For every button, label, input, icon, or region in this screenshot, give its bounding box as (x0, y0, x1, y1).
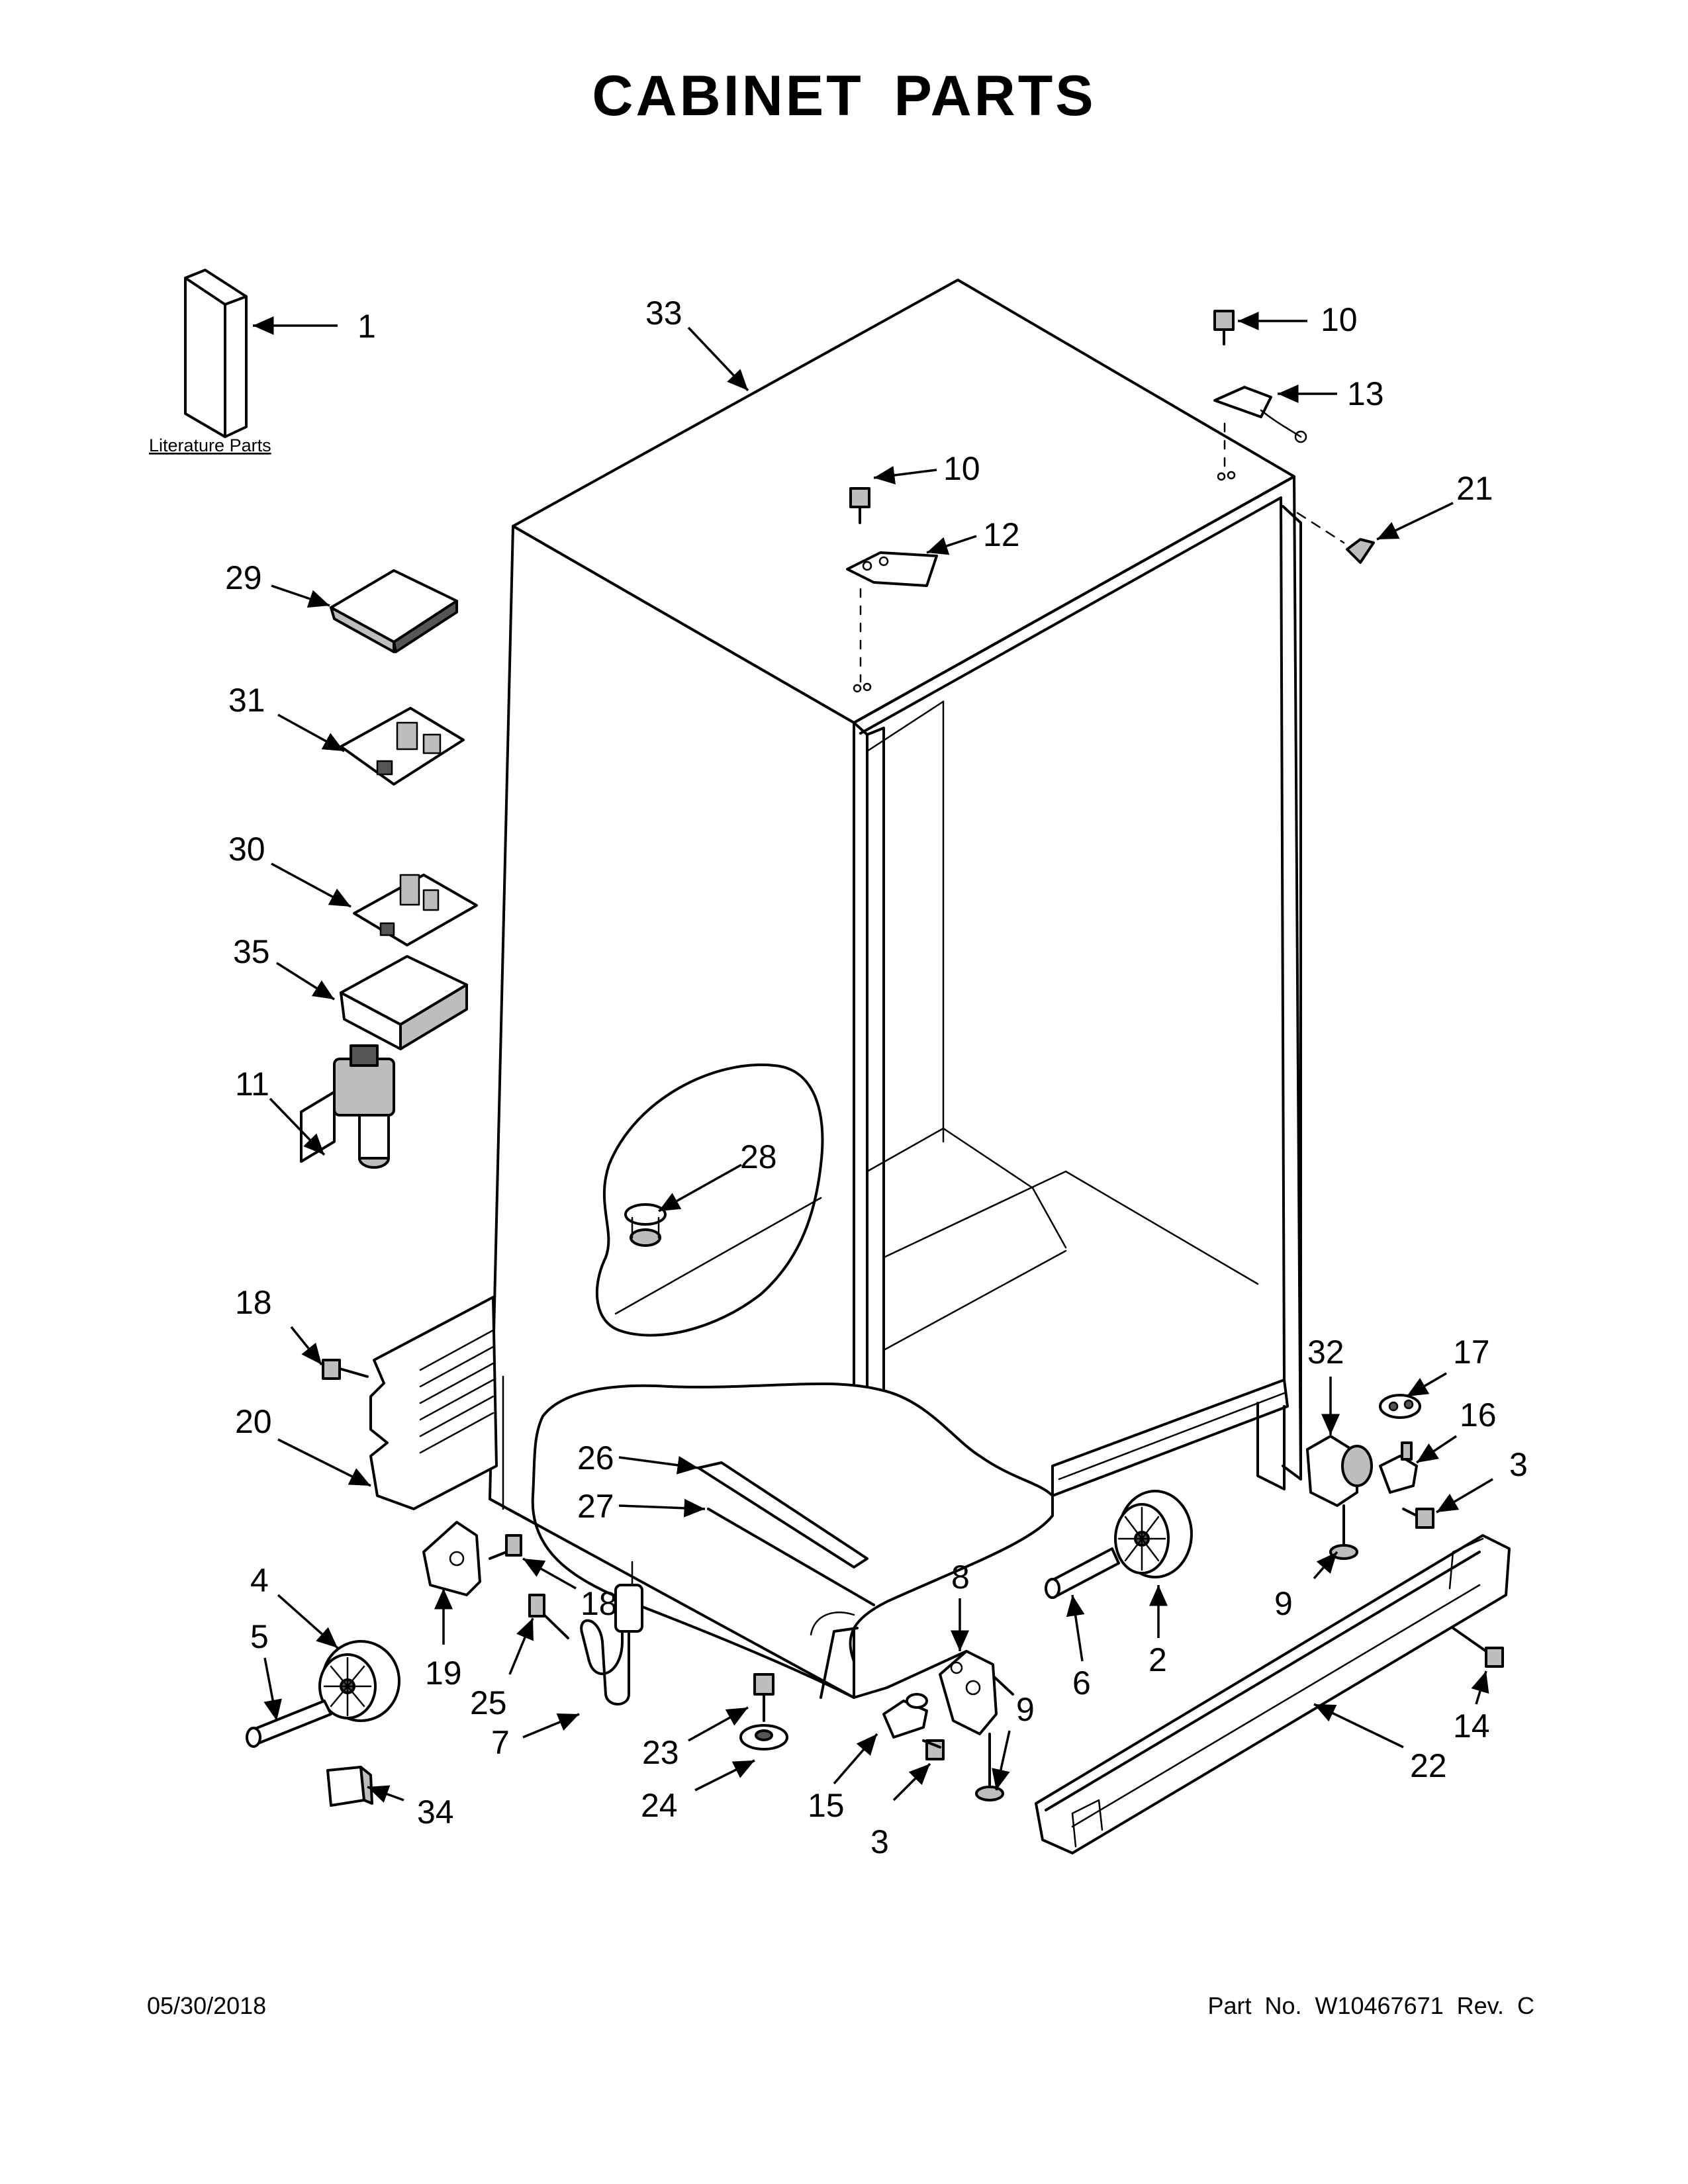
water-valve (300, 1044, 395, 1169)
roller-wheel-left (318, 1640, 400, 1722)
callout-6: 6 (1072, 1664, 1091, 1702)
callout-10-right: 10 (1321, 301, 1358, 338)
callout-13: 13 (1347, 375, 1384, 412)
leveling-leg-right (1329, 1504, 1358, 1560)
callout-15: 15 (808, 1787, 845, 1824)
cabinet-shell (489, 279, 1302, 1699)
callout-10-center: 10 (943, 450, 980, 487)
screw-18-lower (489, 1534, 522, 1560)
callout-7: 7 (491, 1724, 510, 1761)
hinge-15 (882, 1693, 928, 1739)
board-box-35 (340, 955, 468, 1050)
roller-wheel-right (1114, 1490, 1193, 1578)
screw-25 (528, 1594, 569, 1639)
screw-18-left (322, 1359, 369, 1380)
callout-8: 8 (951, 1559, 970, 1596)
hinge-17 (1379, 1394, 1421, 1419)
screw-14 (1452, 1627, 1504, 1668)
screw-3-right (1402, 1508, 1434, 1529)
callout-28: 28 (740, 1138, 777, 1175)
hinge-bracket-8 (939, 1650, 998, 1735)
callout-25: 25 (470, 1684, 507, 1721)
leveling-leg-lower (975, 1733, 1004, 1801)
callout-33: 33 (645, 295, 682, 332)
callout-3-lower: 3 (870, 1823, 889, 1860)
callout-5: 5 (250, 1618, 269, 1655)
callout-32: 32 (1307, 1334, 1344, 1371)
heater-rod-26 (697, 1461, 868, 1569)
page-title: CABINET PARTS (592, 64, 1096, 128)
callout-11: 11 (235, 1066, 269, 1103)
callout-9-right: 9 (1274, 1585, 1293, 1622)
toe-grille (1035, 1534, 1511, 1854)
footer-part-number: Part No. W10467671 Rev. C (1207, 1992, 1534, 2019)
axle-pin-left (246, 1700, 332, 1748)
callout-23: 23 (642, 1734, 679, 1771)
callout-22: 22 (1410, 1747, 1447, 1784)
callout-12: 12 (983, 516, 1020, 553)
rear-access-cover (369, 1296, 498, 1510)
top-hinge-12 (846, 551, 938, 693)
callout-35: 35 (233, 933, 270, 970)
callout-1: 1 (357, 308, 376, 345)
literature-parts-label: Literature Parts (149, 435, 271, 455)
drain-tube (580, 1561, 643, 1706)
grommet-28 (624, 1203, 667, 1247)
leveler-23-24 (739, 1673, 788, 1751)
clip-34 (326, 1766, 373, 1807)
callout-34: 34 (417, 1794, 454, 1831)
electronic-board-31 (340, 707, 465, 786)
top-hinge-13 (1213, 386, 1307, 481)
callout-14: 14 (1453, 1707, 1490, 1745)
callout-29: 29 (225, 559, 262, 596)
hinge-pin-16 (1379, 1441, 1418, 1494)
callout-labels: 1 Literature Parts 33 10 13 21 10 12 29 … (149, 295, 1528, 1860)
screw-3-lower (922, 1739, 945, 1760)
clip-21 (1296, 512, 1375, 564)
callout-9-lower: 9 (1016, 1691, 1035, 1728)
callout-18-lower: 18 (581, 1585, 618, 1622)
electronic-board-30 (353, 874, 478, 946)
callout-4: 4 (250, 1562, 269, 1599)
callout-26: 26 (577, 1439, 614, 1477)
callout-19: 19 (425, 1655, 462, 1692)
axle-pin-right (1045, 1547, 1120, 1599)
callout-20: 20 (235, 1403, 272, 1440)
callout-2: 2 (1149, 1641, 1167, 1678)
callout-17: 17 (1453, 1334, 1490, 1371)
callout-21: 21 (1456, 470, 1493, 507)
callout-27: 27 (577, 1488, 614, 1525)
screw-10-center (849, 487, 870, 524)
callout-16: 16 (1460, 1396, 1497, 1433)
hinge-bracket-32 (1306, 1435, 1373, 1507)
bracket-19 (422, 1521, 481, 1596)
footer-date: 05/30/2018 (147, 1992, 267, 2019)
tube-27 (707, 1508, 875, 1606)
screw-10-right (1213, 310, 1235, 345)
literature-booklet (184, 269, 248, 438)
callout-3-right: 3 (1509, 1446, 1528, 1483)
callout-31: 31 (228, 682, 265, 719)
callout-18-left: 18 (235, 1284, 272, 1321)
callout-arrows (253, 312, 1493, 1803)
callout-30: 30 (228, 831, 265, 868)
control-module (330, 569, 458, 653)
callout-24: 24 (641, 1787, 678, 1824)
